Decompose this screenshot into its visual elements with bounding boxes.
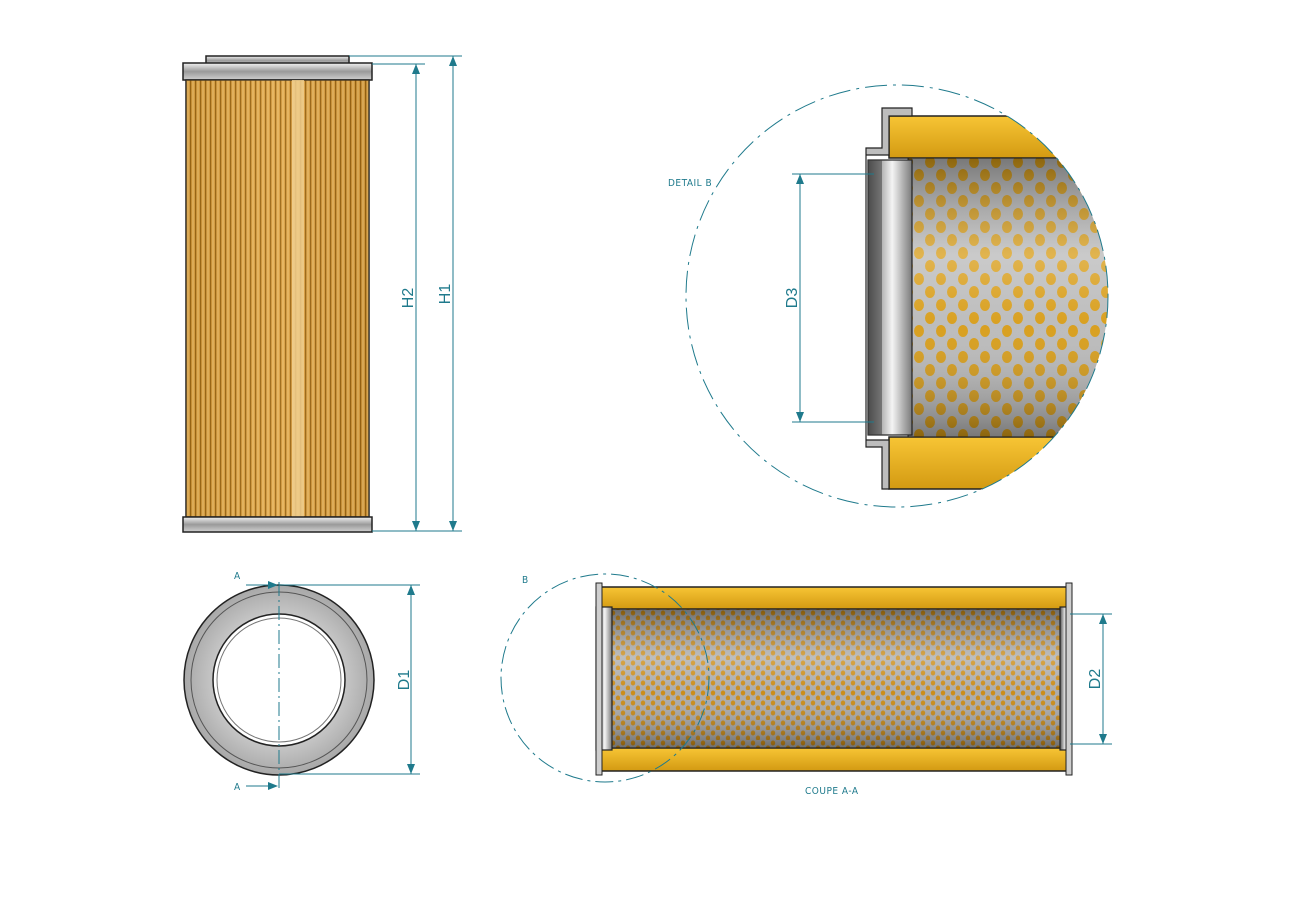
top-view	[183, 582, 375, 790]
d1-dimension: D1	[279, 584, 420, 775]
front-view	[182, 55, 373, 533]
callout-b-label: B	[522, 575, 529, 586]
detail-media-top	[888, 115, 1108, 159]
section-a-bottom: A	[234, 782, 241, 793]
d2-label: D2	[1087, 669, 1104, 690]
section-a-top: A	[234, 571, 241, 582]
h2-dimension: H2	[372, 63, 425, 532]
d3-label: D3	[784, 288, 801, 309]
detail-b-callout: B	[500, 573, 710, 783]
h1-label: H1	[437, 284, 454, 305]
detail-b-label: DETAIL B	[668, 178, 712, 189]
detail-b-view: DETAIL B	[668, 84, 1109, 508]
detail-boundary	[685, 84, 1109, 508]
top-end-cap	[182, 62, 373, 81]
section-markers: A A	[234, 571, 278, 793]
bottom-end-cap	[182, 516, 373, 533]
d1-label: D1	[396, 670, 413, 691]
h2-label: H2	[400, 288, 417, 309]
section-view	[595, 582, 1073, 776]
media-top-band	[599, 586, 1071, 610]
h1-dimension: H1	[349, 55, 462, 532]
d2-dimension: D2	[1070, 613, 1112, 745]
media-bottom-band	[599, 747, 1071, 772]
detail-end-cap	[865, 107, 913, 490]
section-title: COUPE A-A	[805, 786, 859, 797]
detail-media-bottom	[888, 436, 1108, 490]
d3-dimension: D3	[784, 173, 874, 423]
